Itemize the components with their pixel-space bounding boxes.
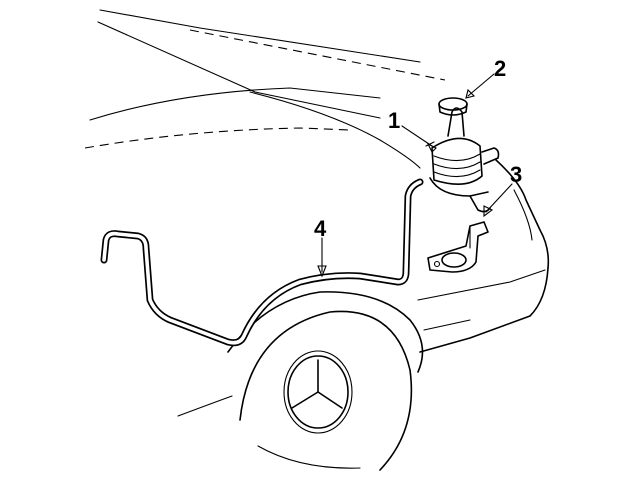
callout-1: 1 (388, 108, 400, 133)
reservoir-cap (438, 97, 468, 116)
callout-2: 2 (494, 56, 506, 81)
vehicle-body-outline (84, 9, 550, 417)
callout-4: 4 (314, 216, 327, 241)
reservoir-bracket (427, 221, 489, 273)
callout-3: 3 (510, 162, 522, 187)
washer-hose (100, 178, 424, 347)
wheel-hub-emblem-icon (291, 359, 343, 409)
wheel (239, 310, 413, 471)
callout-leaders (317, 73, 513, 278)
washer-reservoir (425, 107, 500, 213)
